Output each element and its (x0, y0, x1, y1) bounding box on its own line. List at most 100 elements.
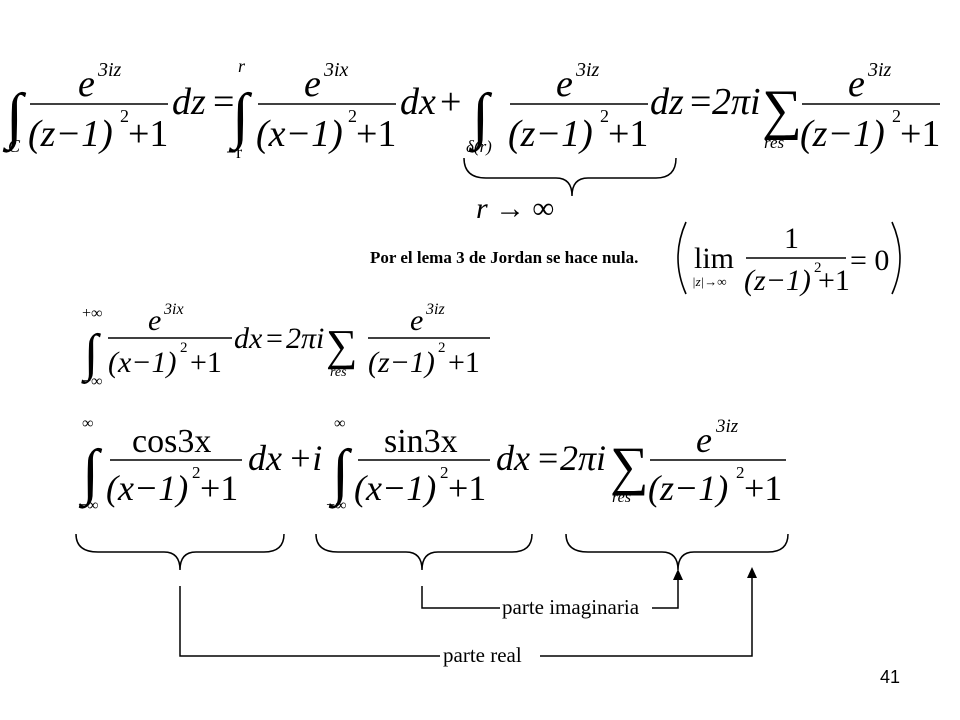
denominator-plus-one: +1 (200, 468, 238, 508)
right-paren (891, 221, 901, 295)
numerator-sin: sin3x (384, 423, 458, 460)
denominator-base: (z−1) (28, 113, 113, 155)
denominator-plus-one: +1 (608, 113, 648, 155)
arrow-head (673, 569, 683, 580)
jordan-lemma-note: Por el lema 3 de Jordan se hace nula. li… (370, 221, 901, 297)
numerator-e: e (78, 63, 95, 105)
connector-line (652, 578, 679, 609)
denominator-exponent: 2 (736, 463, 745, 482)
limit-operator: lim (694, 242, 734, 275)
differential: dz (650, 81, 684, 123)
denominator-exponent: 2 (120, 106, 129, 126)
denominator-plus-one: +1 (190, 346, 222, 379)
numerator-e: e (848, 63, 865, 105)
numerator-exponent: 3iz (715, 416, 739, 437)
summation-sign: ∑ (610, 436, 649, 496)
denominator-plus-one: +1 (128, 113, 168, 155)
numerator-e: e (304, 63, 321, 105)
summation-sign: ∑ (326, 321, 357, 370)
integral-sign: ∫ (228, 82, 253, 153)
numerator-e: e (148, 304, 161, 337)
fraction-denominator-plus-one: +1 (818, 264, 850, 297)
underbrace-sum-term (565, 533, 789, 571)
numerator-exponent: 3iz (867, 59, 892, 81)
underbrace (463, 157, 677, 197)
denominator-exponent: 2 (440, 463, 449, 482)
integral-lower-limit: δ(r) (466, 137, 492, 156)
numerator-exponent: 3iz (575, 59, 600, 81)
page-number: 41 (880, 667, 900, 687)
limit-subscript: |z|→∞ (692, 274, 726, 289)
differential: dz (172, 81, 206, 123)
integral-lower-limit: −∞ (82, 373, 102, 390)
denominator-base: (z−1) (800, 113, 885, 155)
denominator-base: (z−1) (368, 346, 435, 379)
fraction-denominator-exponent: 2 (814, 260, 822, 276)
connector-line (179, 586, 440, 657)
left-paren (677, 221, 687, 295)
denominator-exponent: 2 (600, 106, 609, 126)
integral-sign: ∫ (328, 438, 353, 509)
jordan-text: Por el lema 3 de Jordan se hace nula. (370, 248, 638, 267)
numerator-exponent: 3iz (425, 301, 445, 318)
integral-upper-limit: +∞ (82, 305, 102, 322)
summation-subscript: res (330, 365, 347, 380)
denominator-plus-one: +1 (356, 113, 396, 155)
connector-line (421, 586, 500, 609)
differential: dx (496, 438, 530, 478)
imaginary-part-connector: parte imaginaria (421, 569, 683, 619)
denominator-exponent: 2 (180, 340, 188, 356)
coefficient: 2πi (560, 438, 606, 478)
integral-upper-limit: ∞ (82, 415, 93, 432)
real-part-label: parte real (443, 643, 522, 667)
differential: dx (400, 81, 436, 123)
numerator-exponent: 3ix (163, 301, 184, 318)
arrow-head (747, 567, 757, 578)
equation-cos-sin-split: ∞ ∫ −∞ cos3x (x−1) 2 +1 dx +i ∞ ∫ −∞ sin… (78, 415, 786, 514)
numerator-e: e (556, 63, 573, 105)
denominator-base: (x−1) (106, 468, 188, 508)
integral-sign: ∫ (78, 438, 103, 509)
denominator-exponent: 2 (348, 106, 357, 126)
coefficient: 2πi (286, 322, 324, 355)
integral-lower-limit: −∞ (78, 497, 98, 514)
fraction-denominator-base: (z−1) (744, 264, 811, 297)
summation-sign: ∑ (762, 79, 802, 141)
numerator-exponent: 3iz (97, 59, 122, 81)
integral-sign: ∫ (468, 82, 493, 153)
imaginary-part-label: parte imaginaria (502, 595, 640, 619)
equals-sign: = (690, 81, 711, 123)
plus-sign: + (440, 81, 461, 123)
integral-sign: ∫ (81, 325, 101, 384)
equals-zero: = 0 (850, 244, 889, 277)
denominator-base: (x−1) (354, 468, 436, 508)
integral-sign: ∫ (2, 82, 27, 153)
numerator-e: e (696, 420, 712, 460)
denominator-plus-one: +1 (448, 346, 480, 379)
differential: dx (248, 438, 282, 478)
integral-lower-limit: −∞ (326, 497, 346, 514)
integral-upper-limit: ∞ (334, 415, 345, 432)
equals-sign: = (538, 438, 558, 478)
denominator-plus-one: +1 (448, 468, 486, 508)
differential: dx (234, 322, 263, 355)
denominator-base: (x−1) (108, 346, 177, 379)
denominator-plus-one: +1 (744, 468, 782, 508)
numerator-exponent: 3ix (323, 59, 349, 81)
numerator-cos: cos3x (132, 423, 211, 460)
denominator-exponent: 2 (892, 106, 901, 126)
equals-sign: = (213, 81, 234, 123)
fraction-numerator: 1 (784, 222, 799, 255)
equation-real-line-integral: +∞ ∫ −∞ e 3ix (x−1) 2 +1 dx = 2πi ∑ res … (81, 301, 490, 390)
denominator-exponent: 2 (438, 340, 446, 356)
denominator-base: (z−1) (508, 113, 593, 155)
coefficient: 2πi (712, 81, 761, 123)
summation-subscript: res (612, 489, 631, 506)
denominator-exponent: 2 (192, 463, 201, 482)
denominator-base: (z−1) (648, 468, 728, 508)
equals-sign: = (266, 322, 283, 355)
connector-line (540, 576, 753, 657)
real-part-connector: parte real (179, 567, 757, 667)
denominator-base: (x−1) (256, 113, 343, 155)
